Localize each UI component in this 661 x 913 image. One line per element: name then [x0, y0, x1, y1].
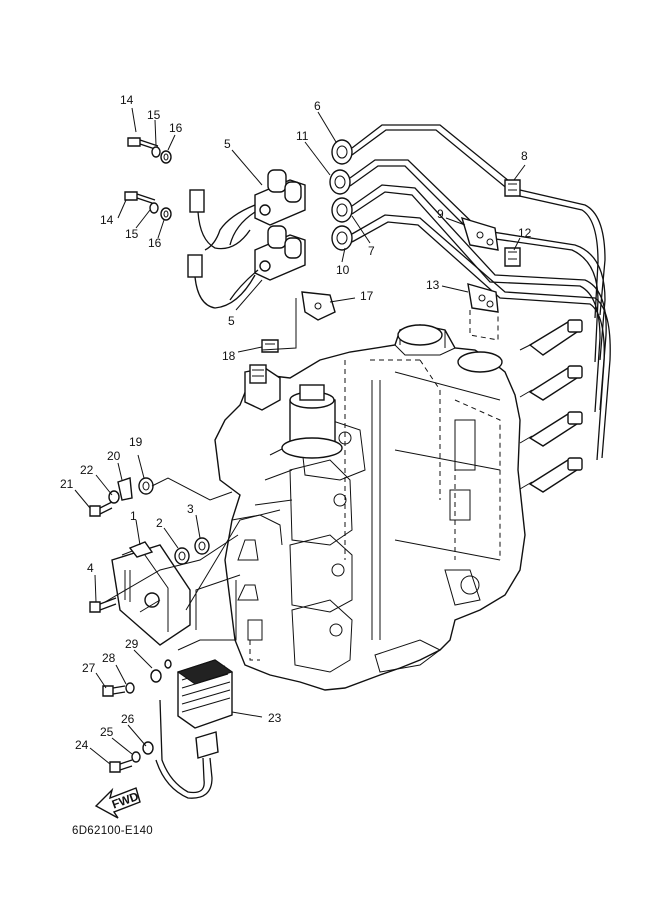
callout-28: 28 — [102, 651, 116, 665]
callout-1: 1 — [130, 509, 137, 523]
small-hardware-left — [89, 477, 210, 773]
callout-23: 23 — [268, 711, 282, 725]
callout-10: 10 — [336, 263, 350, 277]
spark-plug-caps-outer — [519, 319, 583, 493]
callout-14b: 14 — [100, 213, 114, 227]
callout-6: 6 — [314, 99, 321, 113]
callout-5a: 5 — [224, 137, 231, 151]
callout-3: 3 — [187, 502, 194, 516]
cdi-unit — [111, 541, 191, 646]
callout-15a: 15 — [147, 108, 161, 122]
callout-16a: 16 — [169, 121, 183, 135]
callout-4: 4 — [87, 561, 94, 575]
callout-25: 25 — [100, 725, 114, 739]
callout-15b: 15 — [125, 227, 139, 241]
rectifier-regulator — [155, 659, 234, 799]
callout-20: 20 — [107, 449, 121, 463]
callout-9: 9 — [437, 207, 444, 221]
engine-block — [214, 324, 526, 691]
callout-13: 13 — [426, 278, 440, 292]
callout-24: 24 — [75, 738, 89, 752]
callout-8: 8 — [521, 149, 528, 163]
callout-22: 22 — [80, 463, 94, 477]
bolts-top-left — [124, 137, 172, 221]
callout-labels: 14 15 16 14 15 16 5 5 6 11 7 10 8 9 12 1… — [60, 93, 532, 752]
callout-2: 2 — [156, 516, 163, 530]
callout-16b: 16 — [148, 236, 162, 250]
callout-18: 18 — [222, 349, 236, 363]
callout-26: 26 — [121, 712, 135, 726]
callout-21: 21 — [60, 477, 74, 491]
fwd-arrow: FWD — [94, 787, 141, 819]
leader-lines — [74, 107, 526, 765]
callout-14a: 14 — [120, 93, 134, 107]
callout-7: 7 — [368, 244, 375, 258]
spark-plug-caps-inner — [329, 124, 611, 461]
callout-5b: 5 — [228, 314, 235, 328]
callout-17: 17 — [360, 289, 374, 303]
callout-27: 27 — [82, 661, 96, 675]
ignition-coil-lower — [187, 225, 306, 309]
callout-19: 19 — [129, 435, 143, 449]
ignition-coil-upper — [189, 169, 306, 251]
callout-29: 29 — [125, 637, 139, 651]
drawing-code: 6D62100-E140 — [72, 825, 153, 837]
callout-12: 12 — [518, 226, 532, 240]
cable-holders — [261, 179, 521, 353]
callout-11: 11 — [296, 129, 309, 143]
